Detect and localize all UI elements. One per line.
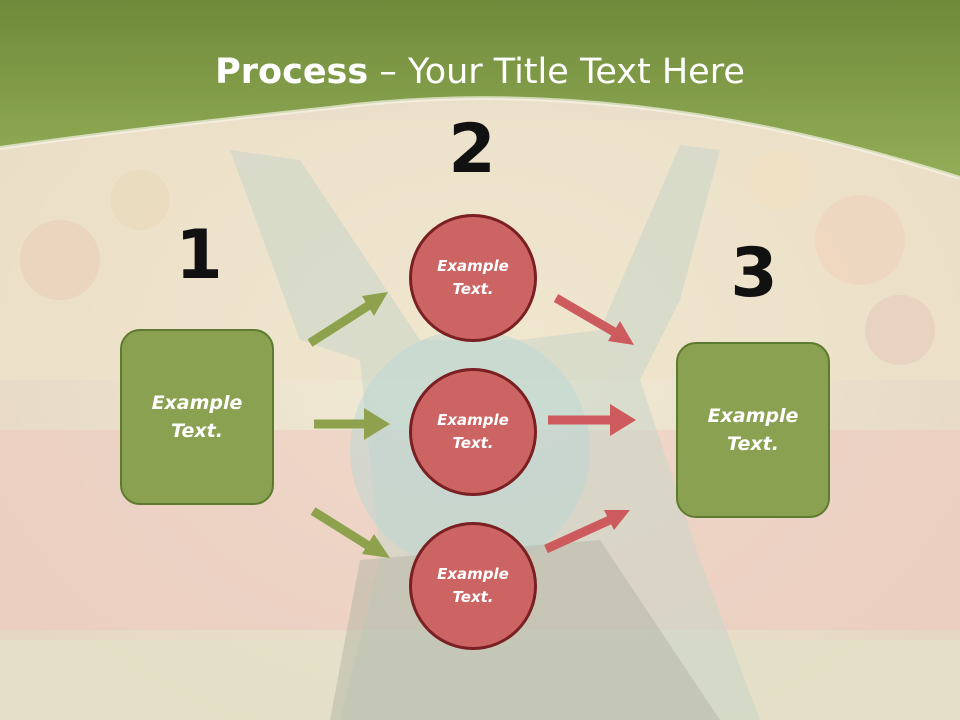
- arrow-green-middle: [314, 408, 390, 440]
- step2-circle-bottom: Example Text.: [409, 522, 537, 650]
- page-title: Process – Your Title Text Here: [0, 52, 960, 92]
- arrow-green-lower: [310, 507, 390, 558]
- title-bold: Process: [215, 52, 369, 92]
- arrow-red-upper: [553, 294, 634, 345]
- step3-box: Example Text.: [676, 342, 830, 518]
- arrow-red-lower: [544, 510, 630, 554]
- step1-box: Example Text.: [120, 329, 274, 505]
- arrow-green-upper: [307, 292, 388, 347]
- step2-circle-middle: Example Text.: [409, 368, 537, 496]
- step1-box-text: Example Text.: [151, 391, 243, 443]
- step2-circle-top: Example Text.: [409, 214, 537, 342]
- circle-middle-text: Example Text.: [437, 410, 509, 452]
- step3-box-text: Example Text.: [707, 404, 799, 456]
- step-number-1: 1: [175, 216, 223, 295]
- circle-bottom-text: Example Text.: [437, 564, 509, 606]
- arrow-red-middle: [548, 404, 636, 436]
- step-number-3: 3: [730, 234, 778, 313]
- circle-top-text: Example Text.: [437, 256, 509, 298]
- title-rest: – Your Title Text Here: [368, 52, 745, 92]
- step-number-2: 2: [448, 110, 496, 189]
